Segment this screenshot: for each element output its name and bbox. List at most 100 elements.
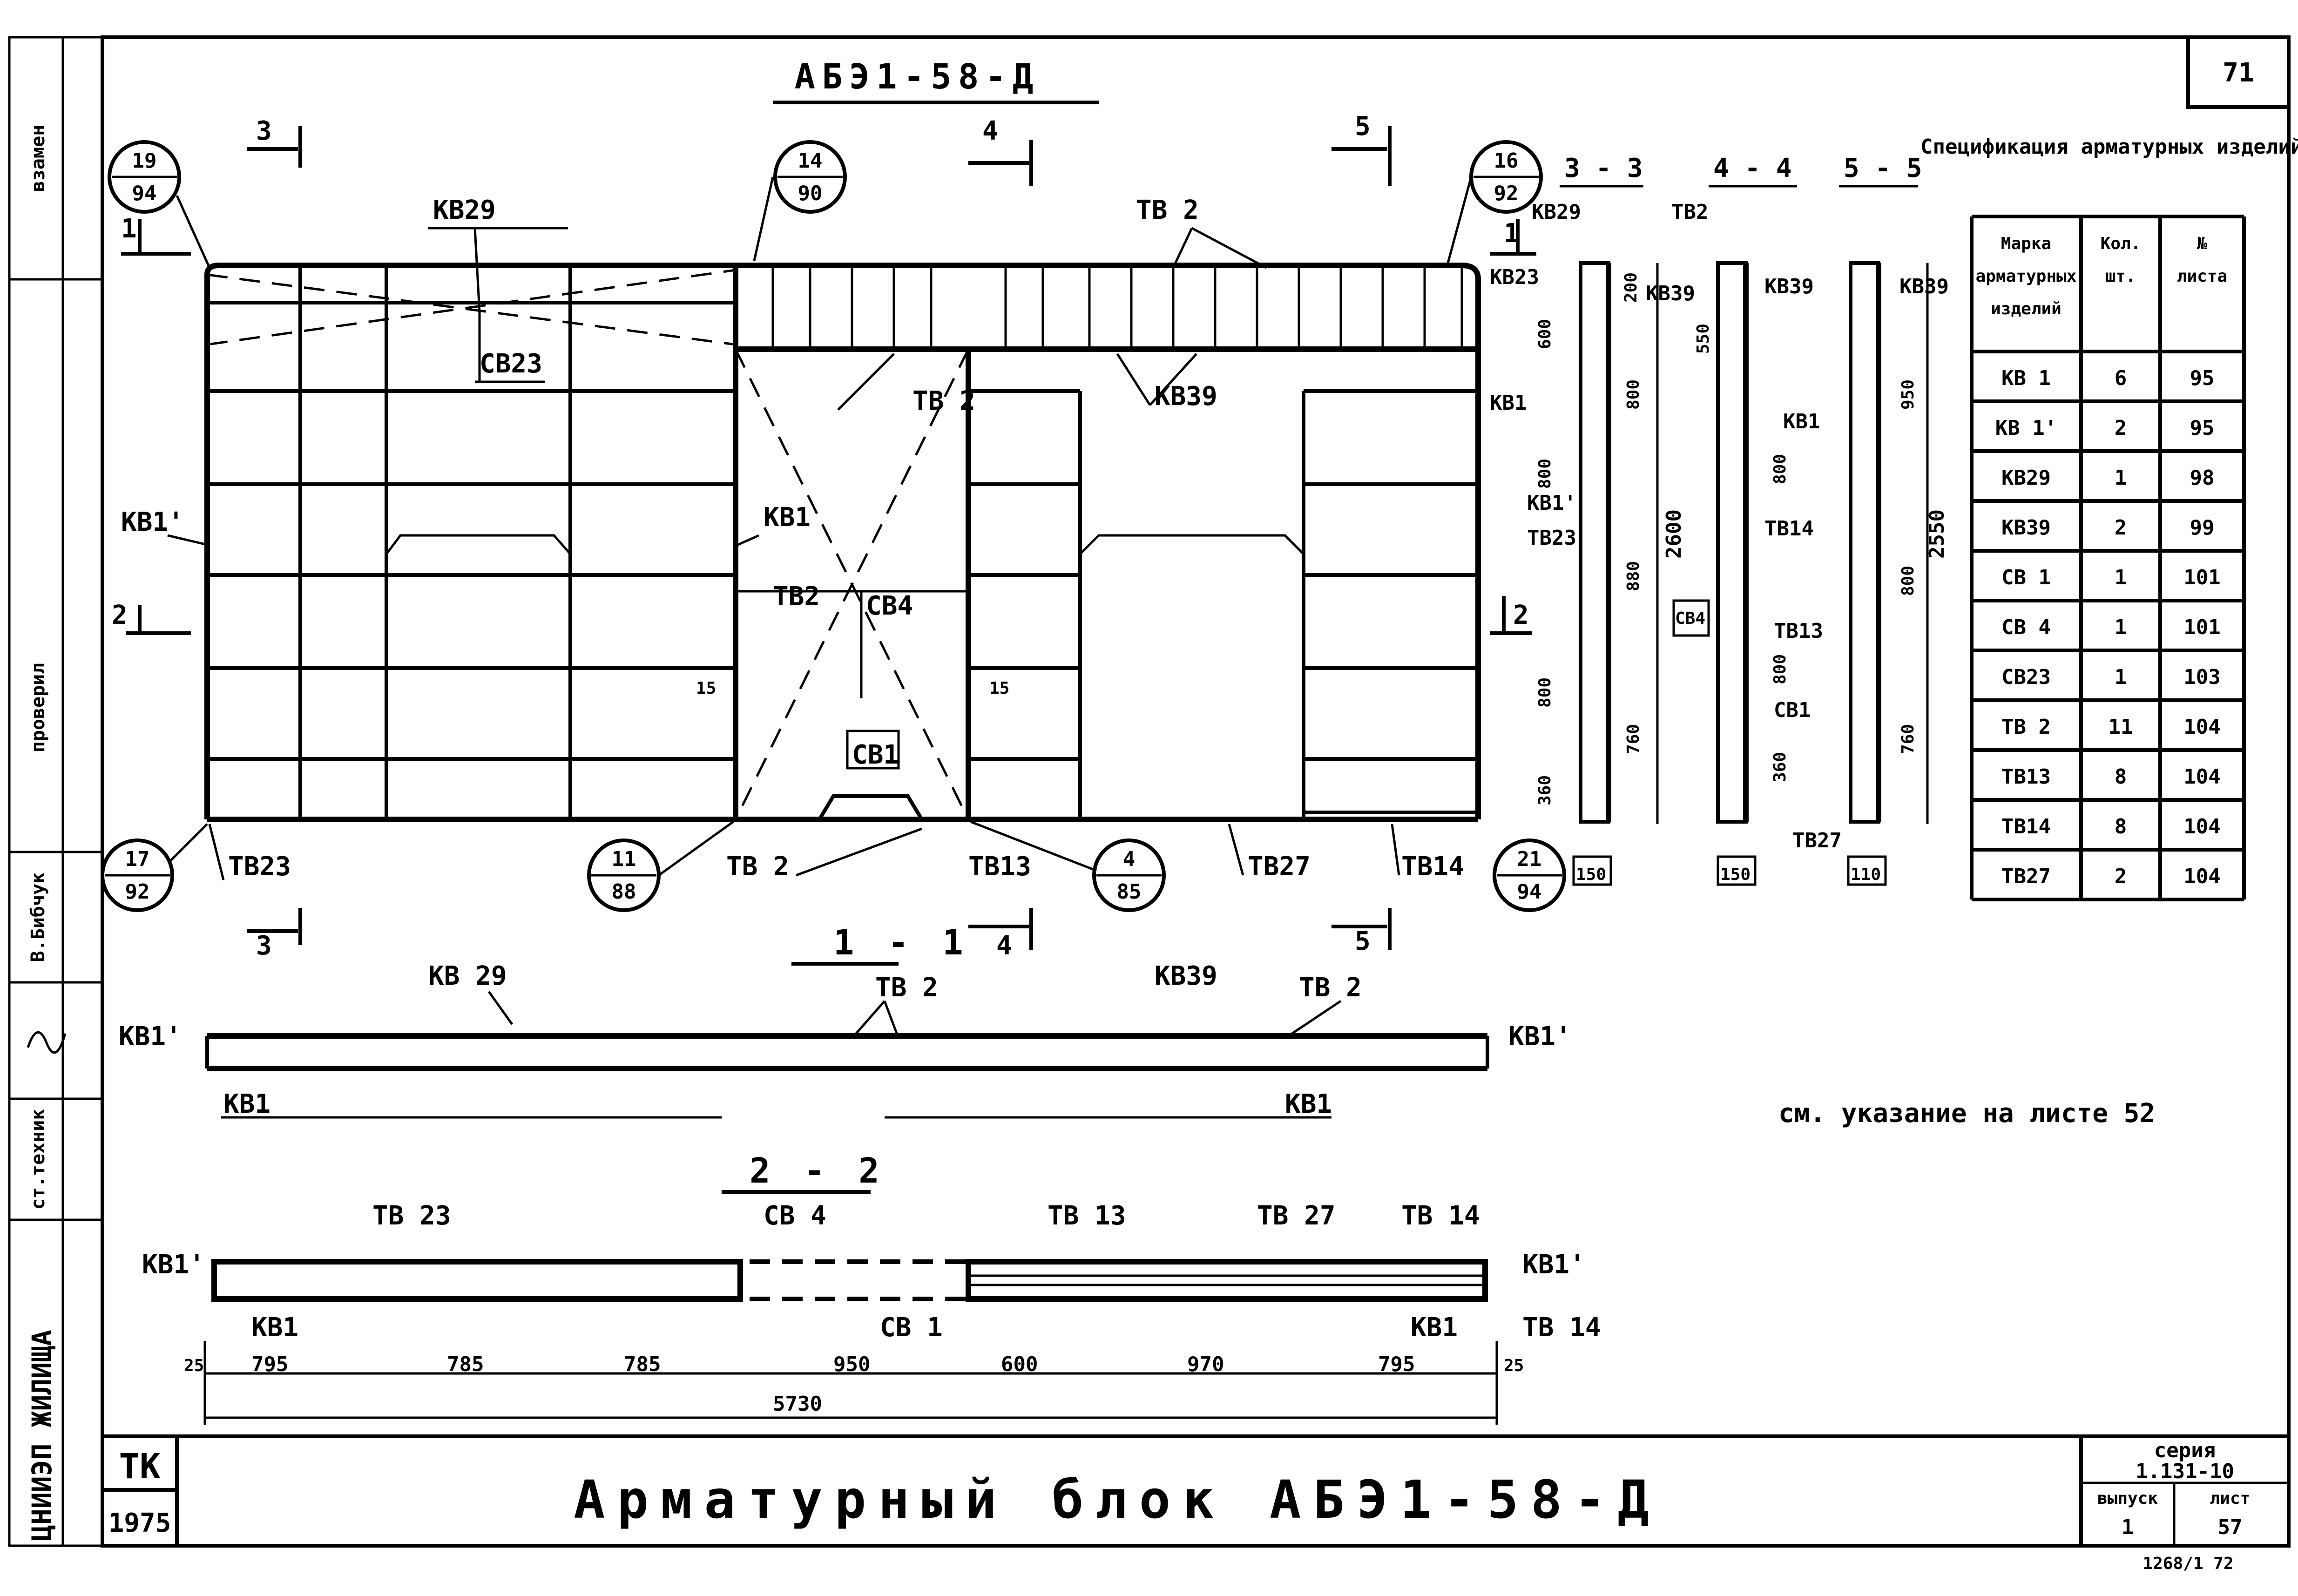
svg-text:11: 11 — [612, 847, 636, 871]
spec-qty: 1 — [2115, 665, 2127, 689]
svg-text:Спецификация арматурных издели: Спецификация арматурных изделий-на 1 бло… — [1920, 135, 2298, 159]
svg-text:5 - 5: 5 - 5 — [1844, 153, 1922, 183]
spec-sheet-no: 99 — [2190, 516, 2215, 540]
spec-sheet-no: 103 — [2183, 665, 2220, 689]
stamp-name: В.Бибчук — [27, 872, 49, 962]
label-tb27: ТВ27 — [1248, 852, 1311, 882]
svg-text:КВ1': КВ1' — [119, 1021, 182, 1052]
spec-qty: 2 — [2115, 865, 2127, 888]
svg-text:КВ39: КВ39 — [1764, 275, 1814, 298]
svg-text:600: 600 — [1001, 1353, 1038, 1376]
spec-header-mark-line3: изделий — [1991, 299, 2061, 318]
svg-text:2550: 2550 — [1925, 509, 1949, 559]
svg-text:ТВ23: ТВ23 — [1527, 526, 1576, 550]
svg-text:85: 85 — [1117, 880, 1142, 904]
spec-mark: ТВ14 — [2001, 815, 2051, 839]
main-elevation: КВ29 ТВ 2 СВ23 ТВ 2 КВ39 КВ1' КВ1 ТВ2 СВ… — [112, 111, 1536, 961]
callout-21-94: 21 94 — [1493, 839, 1566, 912]
svg-text:785: 785 — [624, 1353, 661, 1376]
spec-qty: 2 — [2115, 516, 2127, 540]
svg-text:ТВ 13: ТВ 13 — [1048, 1201, 1126, 1231]
svg-text:КВ1: КВ1 — [1490, 391, 1527, 415]
section-2-2: 2 - 2 ТВ 23 СВ 4 ТВ 13 ТВ 27 ТВ 14 КВ1' … — [142, 1151, 1601, 1425]
svg-text:проверил: проверил — [27, 663, 49, 753]
label-tb2-door: ТВ2 — [773, 582, 820, 612]
cut-3-top: 3 — [256, 116, 272, 146]
spec-mark: КВ 1 — [2001, 366, 2051, 390]
spec-header-sheet-line2: листа — [2177, 267, 2227, 286]
label-cb23: СВ23 — [480, 349, 542, 379]
svg-text:КВ1': КВ1' — [142, 1250, 205, 1280]
svg-text:ТВ 14: ТВ 14 — [1401, 1201, 1480, 1231]
svg-text:ТВ 23: ТВ 23 — [372, 1201, 451, 1231]
svg-text:25: 25 — [1504, 1356, 1524, 1375]
cut-3-bottom: 3 — [256, 931, 272, 961]
label-tb2-bottom: ТВ 2 — [726, 852, 789, 882]
spec-header: Спецификация арматурных изделий-на 1 бло… — [1920, 135, 2298, 159]
label-cb1: СВ1 — [852, 740, 899, 770]
issue-label: выпуск — [2097, 1489, 2158, 1508]
svg-text:ЦНИИЭП ЖИЛИЩА: ЦНИИЭП ЖИЛИЩА — [26, 1330, 58, 1541]
svg-text:СВ4: СВ4 — [1675, 609, 1705, 628]
spec-mark: СВ23 — [2001, 665, 2051, 689]
callout-14-90: 14 90 — [753, 140, 847, 261]
spec-mark: ТВ13 — [2001, 765, 2051, 789]
svg-text:21: 21 — [1517, 847, 1542, 871]
section-1-1: 1 - 1 КВ 29 ТВ 2 КВ39 ТВ 2 КВ1' КВ1' КВ1… — [119, 923, 1571, 1119]
footer-note: 1268/1 72 — [2143, 1554, 2233, 1573]
label-kb1-prime: КВ1' — [121, 507, 184, 537]
svg-text:92: 92 — [1494, 182, 1519, 205]
svg-text:ТВ 14: ТВ 14 — [1522, 1312, 1601, 1343]
svg-text:950: 950 — [1899, 379, 1918, 410]
issue-value: 1 — [2122, 1515, 2134, 1539]
svg-text:ТВ27: ТВ27 — [1792, 829, 1842, 852]
svg-text:360: 360 — [1771, 752, 1790, 782]
svg-text:970: 970 — [1187, 1353, 1224, 1376]
svg-text:взамен: взамен — [27, 125, 49, 192]
sheet-label: лист — [2210, 1489, 2251, 1508]
spec-sheet-no: 95 — [2190, 366, 2215, 390]
svg-text:КВ1': КВ1' — [1527, 491, 1576, 515]
spec-header-sheet: № — [2197, 234, 2207, 253]
stamp-technician: ст.техник — [27, 1109, 49, 1210]
svg-text:ТВ 2: ТВ 2 — [1299, 973, 1362, 1003]
callout-11-88: 11 88 — [587, 820, 734, 912]
svg-text:760: 760 — [1899, 724, 1918, 754]
cut-5-bottom: 5 — [1355, 926, 1371, 956]
label-tb2-top: ТВ 2 — [1136, 195, 1199, 225]
label-kb39: КВ39 — [1155, 381, 1217, 412]
callout-17-92: 17 92 — [101, 823, 208, 912]
spec-qty: 1 — [2115, 466, 2127, 490]
svg-text:14: 14 — [798, 149, 823, 173]
svg-text:ТВ13: ТВ13 — [1774, 619, 1823, 643]
svg-text:92: 92 — [125, 880, 150, 904]
svg-text:4: 4 — [1123, 847, 1135, 871]
sheet-value: 57 — [2218, 1515, 2243, 1539]
svg-text:550: 550 — [1694, 324, 1713, 354]
drawing-title: АБЭ1-58-Д — [795, 57, 1040, 97]
note-see-sheet: см. указание на листе 52 — [1778, 1098, 2155, 1129]
series-label: серия — [2154, 1439, 2216, 1462]
svg-text:600: 600 — [1535, 319, 1555, 349]
spec-mark: ТВ 2 — [2001, 715, 2051, 739]
svg-text:КВ1: КВ1 — [1411, 1312, 1458, 1343]
svg-text:785: 785 — [447, 1353, 484, 1376]
svg-text:795: 795 — [251, 1353, 288, 1376]
spec-mark: СВ 4 — [2001, 615, 2051, 639]
svg-text:КВ1': КВ1' — [1508, 1021, 1571, 1052]
cut-5-top: 5 — [1355, 111, 1371, 142]
signature-mark — [27, 1031, 67, 1054]
cut-2-right: 2 — [1513, 600, 1529, 630]
svg-text:КВ1: КВ1 — [223, 1089, 270, 1119]
spec-header-mark: Марка — [2001, 234, 2051, 253]
svg-text:800: 800 — [1771, 454, 1790, 484]
dim-15-right: 15 — [989, 679, 1009, 698]
label-tb13: ТВ13 — [968, 852, 1031, 882]
svg-text:800: 800 — [1624, 379, 1643, 410]
svg-text:КВ23: КВ23 — [1490, 265, 1539, 289]
svg-text:90: 90 — [798, 182, 823, 205]
svg-text:800: 800 — [1771, 654, 1790, 684]
svg-text:760: 760 — [1624, 724, 1643, 754]
